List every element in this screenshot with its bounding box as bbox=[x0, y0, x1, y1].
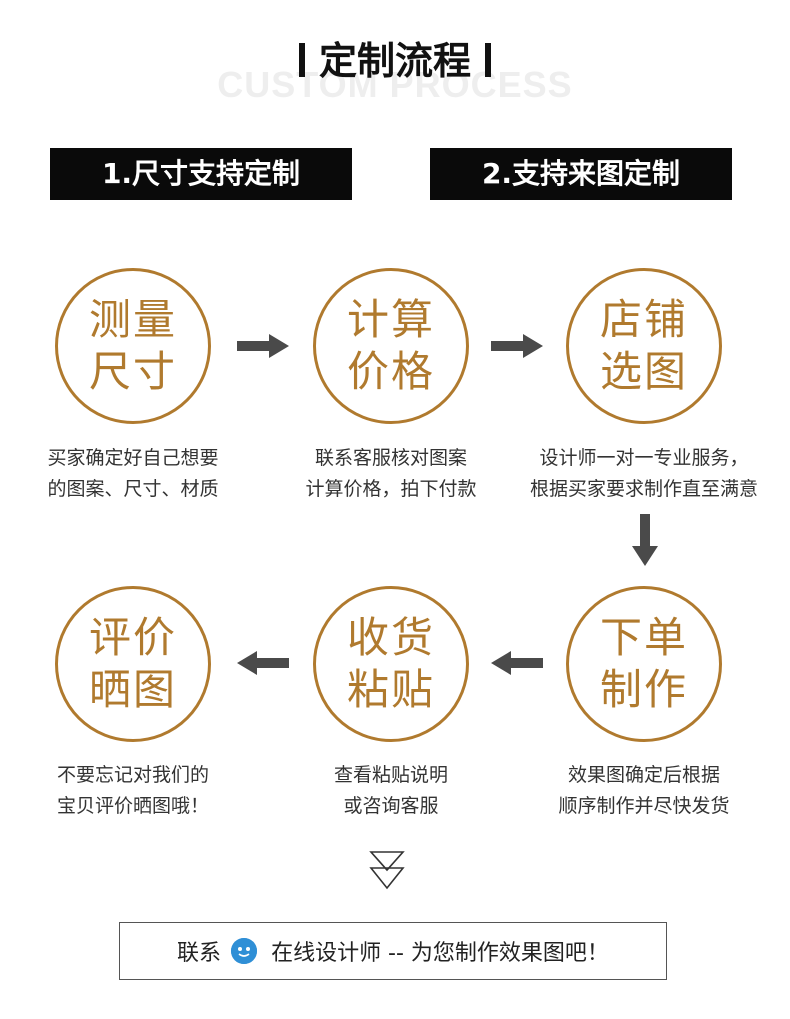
double-chevron-down-icon bbox=[369, 851, 405, 890]
step-line2: 价格 bbox=[346, 347, 435, 396]
step-desc: 不要忘记对我们的 宝贝评价晒图哦！ bbox=[20, 760, 246, 822]
step-desc: 查看粘贴说明 或咨询客服 bbox=[278, 760, 504, 822]
title-bar-right bbox=[485, 42, 491, 77]
chat-face-icon bbox=[231, 938, 258, 964]
desc-line: 不要忘记对我们的 bbox=[56, 764, 209, 786]
step-line2: 粘贴 bbox=[346, 665, 435, 714]
step-line1: 计算 bbox=[346, 295, 435, 344]
step-line1: 下单 bbox=[599, 613, 688, 662]
step-measure-size: 测量 尺寸 bbox=[55, 268, 211, 424]
desc-line: 的图案、尺寸、材质 bbox=[47, 478, 219, 500]
step-line2: 制作 bbox=[599, 665, 688, 714]
page-header: CUSTOM PROCESS 定制流程 bbox=[0, 20, 790, 105]
step-desc: 买家确定好自己想要 的图案、尺寸、材质 bbox=[20, 443, 246, 505]
step-order-produce: 下单 制作 bbox=[566, 586, 722, 742]
contact-text: 在线设计师 -- 为您制作效果图吧！ bbox=[271, 941, 609, 966]
step-desc: 效果图确定后根据 顺序制作并尽快发货 bbox=[531, 760, 757, 822]
page-title: 定制流程 bbox=[0, 30, 790, 85]
arrow-left-icon bbox=[491, 651, 543, 675]
desc-line: 顺序制作并尽快发货 bbox=[558, 795, 730, 817]
desc-line: 联系客服核对图案 bbox=[314, 447, 467, 469]
page-title-text: 定制流程 bbox=[318, 39, 471, 83]
step-receive-paste: 收货 粘贴 bbox=[313, 586, 469, 742]
step-line2: 尺寸 bbox=[88, 347, 177, 396]
desc-line: 或咨询客服 bbox=[343, 795, 439, 817]
contact-designer-banner[interactable]: 联系 在线设计师 -- 为您制作效果图吧！ bbox=[119, 922, 667, 980]
header-watermark: CUSTOM PROCESS bbox=[217, 64, 573, 105]
step-line1: 店铺 bbox=[599, 295, 688, 344]
arrow-right-icon bbox=[491, 334, 543, 358]
desc-line: 买家确定好自己想要 bbox=[47, 447, 219, 469]
arrow-down-icon bbox=[632, 514, 658, 566]
step-desc: 设计师一对一专业服务， 根据买家要求制作直至满意 bbox=[509, 443, 779, 505]
desc-line: 根据买家要求制作直至满意 bbox=[529, 478, 758, 500]
step-line1: 收货 bbox=[346, 613, 435, 662]
label-size-custom: 1.尺寸支持定制 bbox=[50, 148, 352, 200]
desc-line: 计算价格，拍下付款 bbox=[305, 478, 477, 500]
step-calc-price: 计算 价格 bbox=[313, 268, 469, 424]
desc-line: 效果图确定后根据 bbox=[567, 764, 720, 786]
desc-line: 设计师一对一专业服务， bbox=[539, 447, 749, 469]
desc-line: 查看粘贴说明 bbox=[333, 764, 448, 786]
step-shop-select: 店铺 选图 bbox=[566, 268, 722, 424]
arrow-left-icon bbox=[237, 651, 289, 675]
title-bar-left bbox=[298, 42, 305, 77]
arrow-right-icon bbox=[237, 334, 289, 358]
step-line2: 晒图 bbox=[88, 665, 177, 714]
contact-prefix: 联系 bbox=[177, 941, 222, 966]
step-desc: 联系客服核对图案 计算价格，拍下付款 bbox=[278, 443, 504, 505]
step-line2: 选图 bbox=[599, 347, 688, 396]
desc-line: 宝贝评价晒图哦！ bbox=[56, 795, 209, 817]
step-line1: 测量 bbox=[88, 295, 177, 344]
step-line1: 评价 bbox=[88, 613, 177, 662]
label-image-custom: 2.支持来图定制 bbox=[430, 148, 732, 200]
step-review-photo: 评价 晒图 bbox=[55, 586, 211, 742]
